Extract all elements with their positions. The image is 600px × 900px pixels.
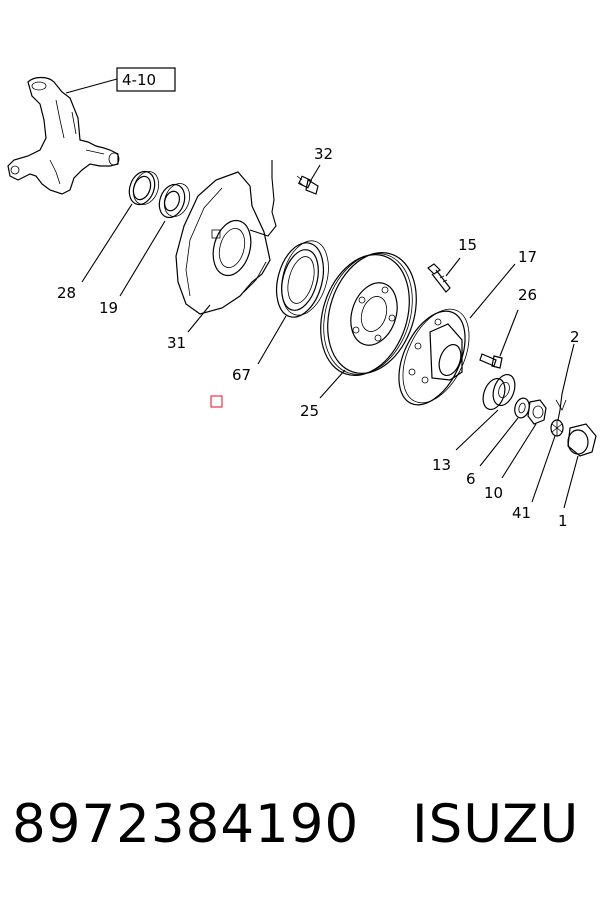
callout-25[interactable]: 25 [300,402,319,420]
dust-shield-part-31 [175,171,271,315]
callout-17[interactable]: 17 [518,248,537,266]
callout-1[interactable]: 1 [558,512,568,530]
red-square-marker [210,395,223,408]
bolt-part-32 [296,175,319,195]
oil-seal-part-28 [128,170,160,206]
nut-part-10 [527,399,547,425]
brand-name: ISUZU [412,794,580,855]
bolt-part-26 [479,353,503,369]
steering-knuckle [7,76,120,195]
callout-67[interactable]: 67 [232,366,251,384]
cotter-pin-part-41 [550,419,564,437]
callout-2[interactable]: 2 [570,328,580,346]
callout-19[interactable]: 19 [99,299,118,317]
hub-bolt-part-15 [427,263,451,293]
part-number: 8972384190 [12,794,360,855]
reference-box[interactable]: 4-10 [116,67,176,92]
callout-32[interactable]: 32 [314,145,333,163]
callout-41[interactable]: 41 [512,504,531,522]
callout-13[interactable]: 13 [432,456,451,474]
callout-26[interactable]: 26 [518,286,537,304]
hub-cap-part-1 [567,423,597,457]
footer-caption: 8972384190 ISUZU [0,790,600,860]
callout-31[interactable]: 31 [167,334,186,352]
brake-disc-part-25 [320,252,417,376]
callout-10[interactable]: 10 [484,484,503,502]
callout-6[interactable]: 6 [466,470,476,488]
inner-bearing-part-19 [158,183,191,219]
callout-15[interactable]: 15 [458,236,477,254]
oil-seal-part-67 [275,240,329,318]
wheel-hub-part-17 [398,308,470,406]
reference-label: 4-10 [122,71,156,89]
outer-bearing-part-13 [482,373,516,411]
callout-28[interactable]: 28 [57,284,76,302]
